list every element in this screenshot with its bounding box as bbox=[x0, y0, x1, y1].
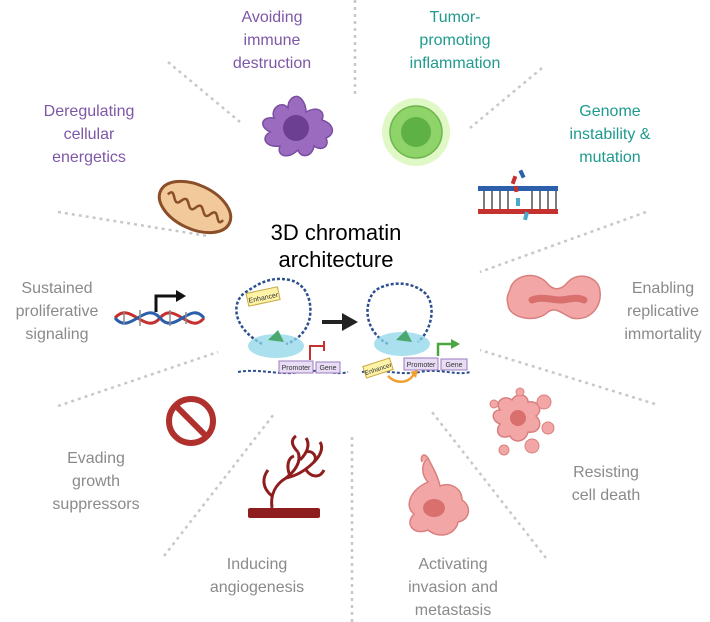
divider-line bbox=[163, 413, 275, 557]
hallmark-label-genome-instability-mutation: Genome instability & mutation bbox=[570, 100, 651, 169]
hallmark-label-line: cellular bbox=[63, 126, 115, 143]
transition-arrow bbox=[322, 313, 358, 331]
hallmark-label-line: Tumor- bbox=[429, 9, 481, 26]
divider-line bbox=[167, 61, 241, 123]
center-title-line: 3D chromatin bbox=[270, 220, 402, 245]
hallmark-label-line: Sustained bbox=[21, 280, 93, 297]
inflamed-cell-icon bbox=[382, 98, 450, 166]
hallmark-label-inducing-angiogenesis: Inducing angiogenesis bbox=[210, 553, 304, 599]
divider-line bbox=[431, 411, 547, 559]
blood-vessel-icon bbox=[248, 434, 326, 518]
hallmark-label-line: energetics bbox=[52, 149, 126, 166]
hallmark-label-line: invasion and bbox=[408, 579, 498, 596]
hallmark-label-line: mutation bbox=[579, 149, 641, 166]
svg-text:Gene: Gene bbox=[319, 365, 336, 372]
svg-text:Gene: Gene bbox=[445, 362, 462, 369]
sector-dividers bbox=[57, 0, 656, 622]
migrating-cell-icon bbox=[408, 454, 470, 536]
divider-line bbox=[57, 210, 209, 238]
hallmark-label-line: destruction bbox=[232, 55, 312, 72]
hallmark-label-line: Inducing bbox=[226, 556, 288, 573]
mitochondrion-icon bbox=[157, 179, 233, 235]
hallmark-label-line: Genome bbox=[579, 103, 641, 120]
hallmark-label-line: replicative bbox=[626, 303, 700, 320]
hallmark-label-line: Resisting bbox=[573, 464, 639, 481]
hallmark-label-line: cell death bbox=[571, 487, 641, 504]
hallmark-label-line: promoting bbox=[419, 32, 491, 49]
immune-cell-icon bbox=[262, 95, 334, 157]
prohibited-sign-icon bbox=[166, 396, 216, 446]
hallmark-label-avoiding-immune-destruction: Avoiding immune destruction bbox=[233, 6, 311, 75]
hallmark-label-line: Avoiding bbox=[241, 9, 303, 26]
dividing-cell-icon bbox=[506, 274, 601, 320]
hallmark-label-line: Deregulating bbox=[43, 103, 135, 120]
chromatin-loop-repressed: Enhancer Promoter Gene bbox=[235, 277, 349, 375]
center-title: 3D chromatin architecture bbox=[271, 219, 402, 273]
hallmark-label-line: signaling bbox=[25, 326, 89, 343]
hallmark-label-line: Activating bbox=[418, 556, 488, 573]
hallmark-label-line: angiogenesis bbox=[209, 579, 305, 596]
hallmark-label-line: suppressors bbox=[52, 496, 140, 513]
divider-line bbox=[479, 210, 647, 274]
hallmark-label-line: growth bbox=[71, 473, 121, 490]
hallmark-label-enabling-replicative-immortality: Enabling replicative immortality bbox=[624, 277, 701, 346]
hallmark-label-line: metastasis bbox=[414, 602, 492, 619]
svg-text:Promoter: Promoter bbox=[282, 365, 311, 372]
hallmark-label-resisting-cell-death: Resisting cell death bbox=[572, 461, 641, 507]
apoptotic-cell-icon bbox=[489, 387, 555, 456]
center-title-line: architecture bbox=[278, 247, 394, 272]
svg-text:Promoter: Promoter bbox=[407, 362, 436, 369]
hallmark-label-line: Evading bbox=[67, 450, 125, 467]
hallmark-label-tumor-promoting-inflammation: Tumor-promoting inflammation bbox=[410, 6, 501, 75]
hallmark-label-line: immortality bbox=[624, 326, 702, 343]
dna-activation-icon bbox=[113, 290, 206, 326]
hallmark-label-deregulating-cellular-energetics: Deregulating cellular energetics bbox=[44, 100, 135, 169]
hallmark-label-line: inflammation bbox=[409, 55, 501, 72]
divider-line bbox=[57, 350, 219, 408]
hallmark-label-activating-invasion-metastasis: Activating invasion and metastasis bbox=[408, 553, 498, 622]
hallmark-label-evading-growth-suppressors: Evading growth suppressors bbox=[52, 447, 139, 516]
chromatin-loop-active: Enhancer Promoter Gene bbox=[361, 282, 471, 383]
hallmark-label-line: immune bbox=[243, 32, 301, 49]
damaged-dna-icon bbox=[478, 169, 558, 221]
hallmark-label-sustained-proliferative-signaling: Sustained proliferative signaling bbox=[16, 277, 99, 346]
divider-line bbox=[479, 348, 656, 406]
hallmark-label-line: instability & bbox=[569, 126, 651, 143]
hallmark-label-line: Enabling bbox=[631, 280, 695, 297]
hallmark-label-line: proliferative bbox=[15, 303, 99, 320]
divider-line bbox=[469, 67, 543, 129]
